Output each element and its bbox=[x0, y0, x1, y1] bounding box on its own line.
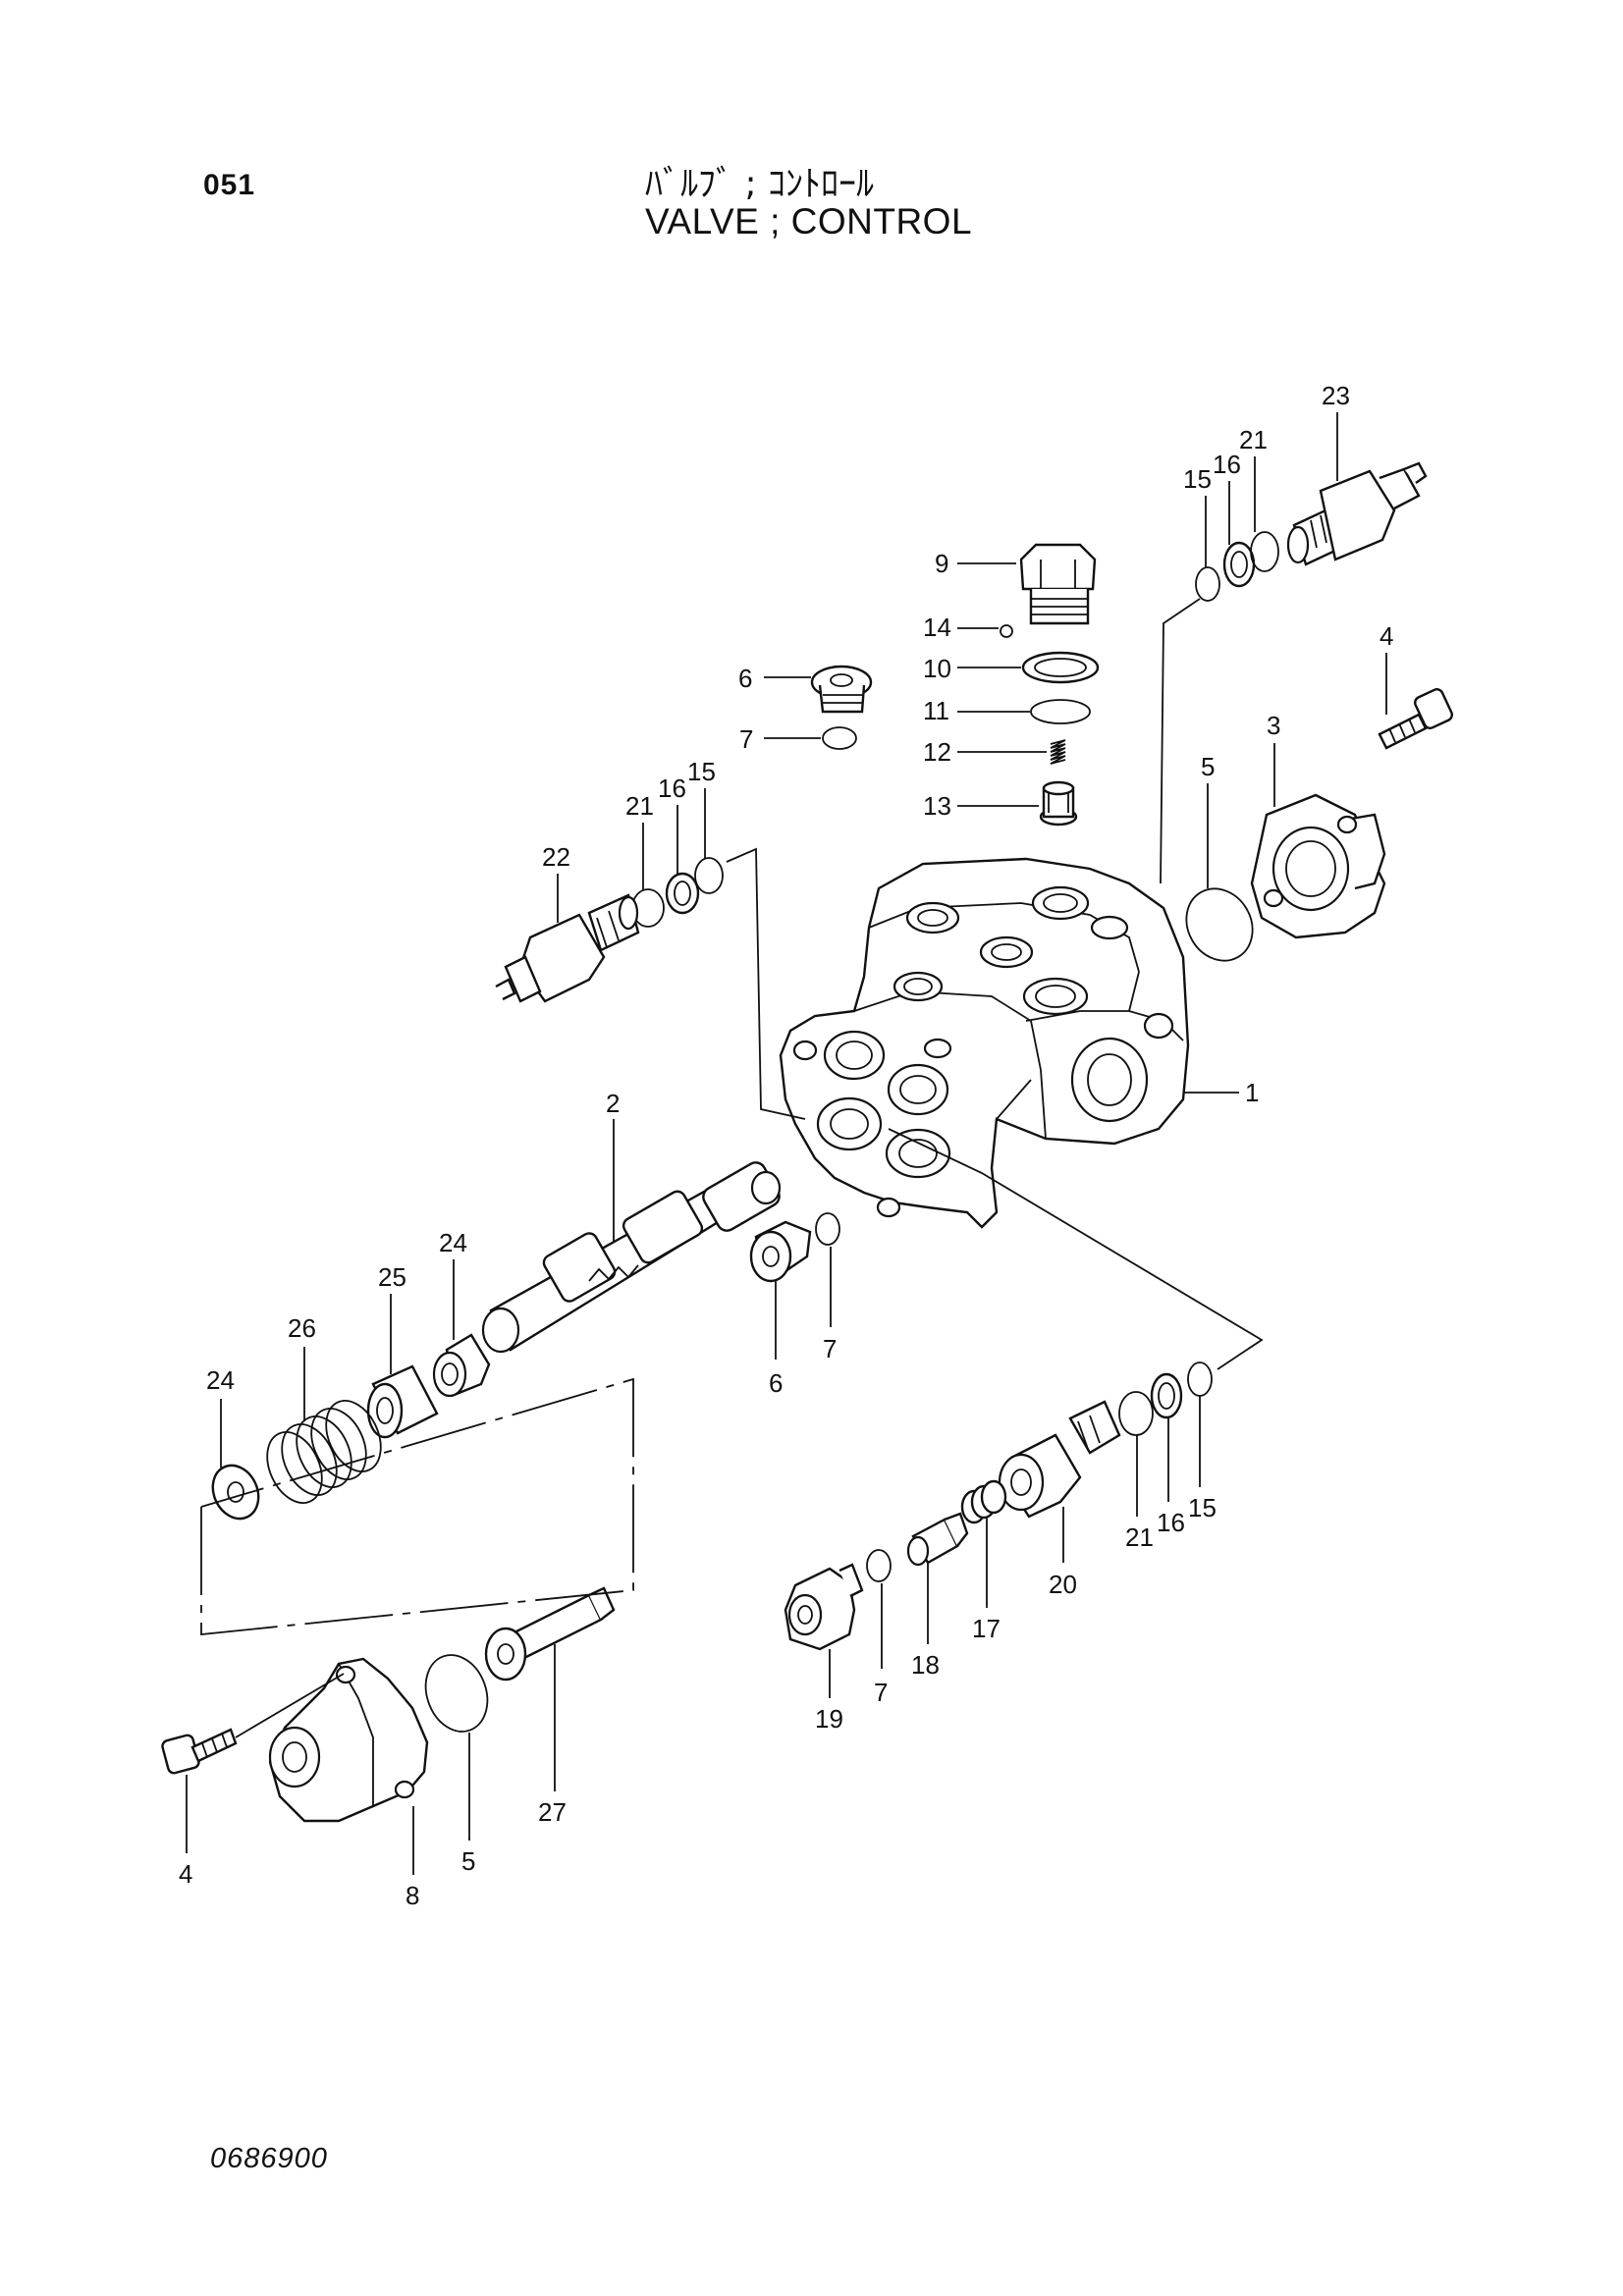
relief-body-part-20 bbox=[998, 1400, 1121, 1519]
o-ring-part-5-top bbox=[1185, 887, 1254, 962]
o-ring-part-7-middle bbox=[815, 1212, 840, 1246]
o-ring-part-21-top bbox=[1250, 531, 1279, 572]
backup-ring-part-16-top bbox=[1222, 541, 1256, 588]
callout-21-bottom: 21 bbox=[1125, 1522, 1154, 1552]
callout-20: 20 bbox=[1049, 1570, 1077, 1599]
ball-part-14 bbox=[1000, 624, 1013, 638]
callout-26: 26 bbox=[288, 1313, 316, 1343]
callout-22: 22 bbox=[542, 842, 570, 872]
o-ring-part-7-top bbox=[822, 726, 857, 750]
callout-5-top: 5 bbox=[1201, 752, 1215, 781]
spring-part-26 bbox=[266, 1400, 382, 1504]
callout-16-bottom: 16 bbox=[1157, 1508, 1185, 1537]
o-ring-part-15-top bbox=[1195, 566, 1220, 602]
cover-part-3 bbox=[1250, 793, 1386, 939]
callout-21-left: 21 bbox=[625, 791, 654, 821]
callout-3: 3 bbox=[1267, 711, 1280, 740]
plug-part-9 bbox=[1019, 543, 1097, 625]
callout-14: 14 bbox=[923, 613, 951, 642]
callout-4-top: 4 bbox=[1380, 621, 1393, 651]
callout-7-middle: 7 bbox=[823, 1334, 837, 1363]
callout-6-bottom: 6 bbox=[769, 1368, 783, 1398]
poppet-part-18 bbox=[906, 1512, 969, 1567]
callout-15-bottom: 15 bbox=[1188, 1493, 1217, 1522]
spring-seat-part-24-bottom bbox=[211, 1464, 260, 1521]
spool-part-2 bbox=[481, 1161, 782, 1354]
sleeve-part-25 bbox=[366, 1364, 439, 1439]
backup-ring-part-16-left bbox=[665, 872, 700, 915]
callout-27: 27 bbox=[538, 1797, 567, 1827]
spring-seat-part-24-top bbox=[432, 1333, 491, 1398]
title-english: VALVE ; CONTROL bbox=[645, 201, 973, 241]
bolt-part-4-bottom bbox=[161, 1728, 238, 1775]
callout-18: 18 bbox=[911, 1650, 940, 1680]
valve-body-part-1 bbox=[779, 857, 1190, 1229]
callout-10: 10 bbox=[923, 654, 951, 683]
bolt-part-4-top bbox=[1378, 688, 1454, 750]
o-ring-part-15-left bbox=[694, 857, 724, 894]
callout-4-bottom: 4 bbox=[179, 1859, 192, 1889]
callout-15-top: 15 bbox=[1183, 464, 1212, 494]
callout-7-bottom: 7 bbox=[874, 1678, 888, 1707]
callout-2: 2 bbox=[606, 1089, 620, 1118]
callout-1: 1 bbox=[1245, 1078, 1259, 1107]
plug-part-6-top bbox=[810, 665, 873, 714]
callout-15-left: 15 bbox=[687, 757, 716, 786]
callout-24-top: 24 bbox=[439, 1228, 467, 1257]
relief-valve-part-23 bbox=[1286, 461, 1428, 566]
callout-12: 12 bbox=[923, 737, 951, 767]
callout-23: 23 bbox=[1322, 381, 1350, 410]
relief-valve-part-22 bbox=[495, 893, 640, 1003]
o-ring-part-21-bottom bbox=[1118, 1391, 1154, 1436]
cap-part-8 bbox=[268, 1657, 429, 1823]
callout-11: 11 bbox=[923, 696, 949, 725]
assembly-bracket-line bbox=[200, 1377, 634, 1635]
backup-ring-part-16-bottom bbox=[1150, 1372, 1183, 1419]
callout-7-top: 7 bbox=[739, 724, 753, 754]
callout-16-top: 16 bbox=[1213, 450, 1241, 479]
spring-part-17 bbox=[960, 1479, 1007, 1524]
washer-part-10 bbox=[1021, 651, 1100, 684]
drawing-number: 0686900 bbox=[210, 2143, 328, 2174]
poppet-part-13 bbox=[1039, 780, 1078, 827]
plug-part-19 bbox=[784, 1563, 864, 1651]
callout-9: 9 bbox=[935, 549, 948, 578]
o-ring-part-7-bottom bbox=[866, 1549, 892, 1582]
callout-19: 19 bbox=[815, 1704, 843, 1734]
o-ring-part-11 bbox=[1030, 699, 1091, 724]
stopper-bolt-part-27 bbox=[484, 1586, 616, 1682]
callout-6-top: 6 bbox=[738, 664, 752, 693]
title-japanese: ﾊﾞﾙﾌﾞ ; ｺﾝﾄﾛｰﾙ bbox=[645, 164, 875, 204]
callout-8: 8 bbox=[406, 1881, 419, 1910]
spring-part-12 bbox=[1050, 739, 1066, 765]
callout-17: 17 bbox=[972, 1614, 1001, 1643]
callout-24-bottom: 24 bbox=[206, 1365, 235, 1395]
o-ring-part-5-bottom bbox=[424, 1654, 489, 1733]
callout-16-left: 16 bbox=[658, 774, 686, 803]
o-ring-part-15-bottom bbox=[1187, 1362, 1213, 1397]
callout-25: 25 bbox=[378, 1262, 406, 1292]
callout-5-bottom: 5 bbox=[461, 1846, 475, 1876]
callout-21-top: 21 bbox=[1239, 425, 1268, 454]
sheet-code: 051 bbox=[203, 169, 256, 201]
plug-part-6-bottom bbox=[749, 1220, 812, 1283]
callout-13: 13 bbox=[923, 791, 951, 821]
